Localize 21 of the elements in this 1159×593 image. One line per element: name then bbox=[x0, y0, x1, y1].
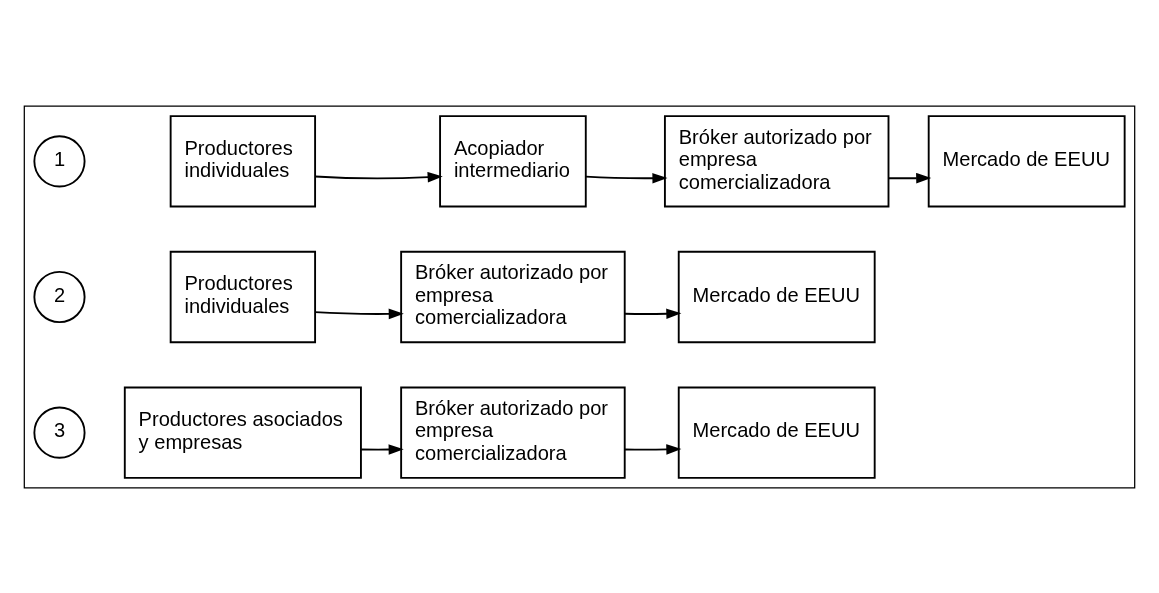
node-box: Mercado de EEUU bbox=[677, 250, 876, 343]
arrow bbox=[314, 308, 404, 319]
node-circle: 3 bbox=[33, 406, 86, 459]
arrow bbox=[314, 171, 443, 182]
arrow bbox=[360, 443, 404, 455]
node-circle: 2 bbox=[33, 270, 86, 323]
node-box: Acopiador intermediario bbox=[439, 114, 587, 207]
node-box: Bróker autorizado por empresa comercializadora bbox=[400, 250, 626, 343]
node-circle: 1 bbox=[33, 134, 86, 187]
node-box: Mercado de EEUU bbox=[927, 114, 1126, 207]
node-box: Productores individuales bbox=[169, 250, 317, 343]
node-box: Bróker autorizado por empresa comercializadora bbox=[400, 386, 626, 479]
arrow bbox=[887, 172, 932, 183]
node-box: Mercado de EEUU bbox=[677, 386, 876, 479]
arrow bbox=[624, 443, 682, 455]
node-box: Productores asociados y empresas bbox=[123, 386, 362, 479]
cluster bbox=[23, 104, 1136, 489]
node-box: Bróker autorizado por empresa comercializadora bbox=[663, 114, 890, 207]
arrow bbox=[584, 172, 668, 184]
node-box: Productores individuales bbox=[169, 114, 317, 207]
arrow bbox=[624, 307, 682, 319]
